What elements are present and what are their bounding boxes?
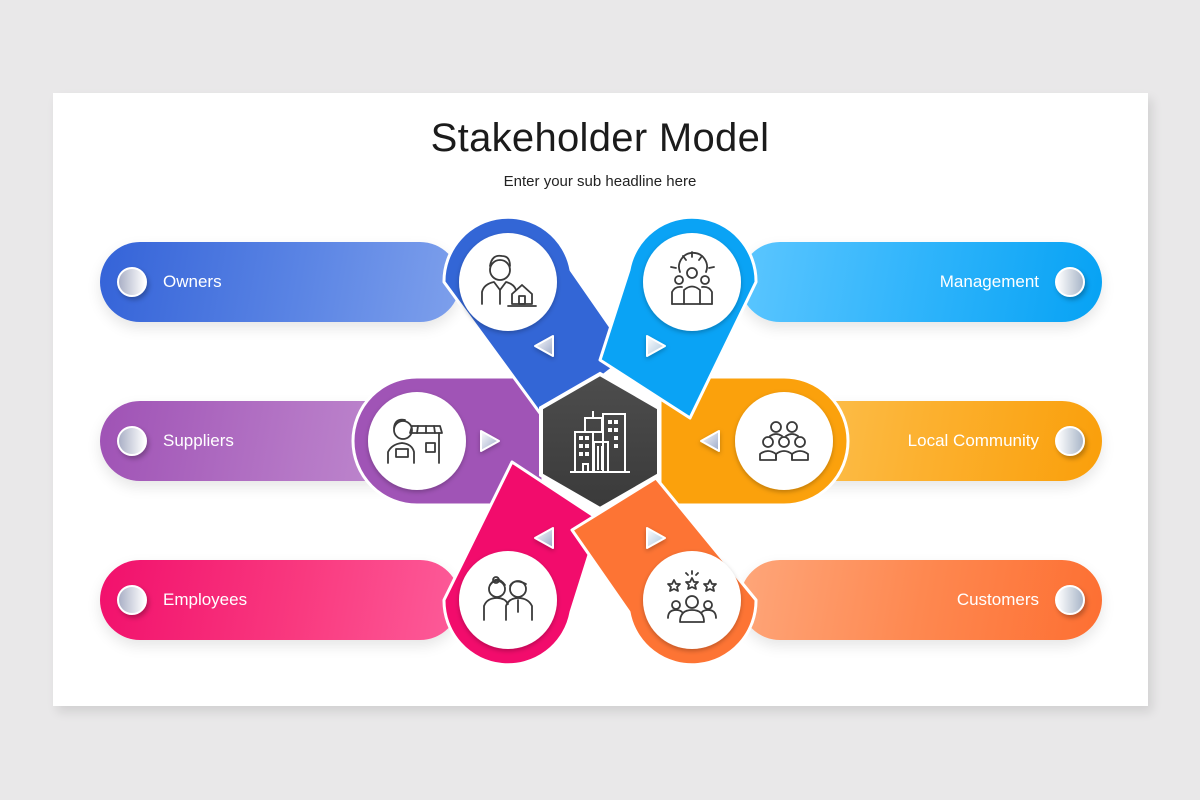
employees-icon-circle [459,551,557,649]
community-group-icon [759,421,809,461]
arrow-left-icon [534,335,554,357]
vendor-shop-icon [387,418,443,464]
arrow-right-icon [646,527,666,549]
arrow-left-icon [534,527,554,549]
pill-label-owners: Owners [163,272,222,291]
pill-label-management: Management [939,272,1039,291]
arrow-left-icon [700,430,720,452]
pill-customers[interactable]: Customers [740,560,1102,640]
bullet-dot-icon [1055,585,1085,615]
local-community-icon-circle [735,392,833,490]
pill-management[interactable]: Management [740,242,1102,322]
businessman-house-icon [481,254,537,307]
bullet-dot-icon [117,426,147,456]
customers-rating-icon [667,570,717,623]
team-gear-icon [670,251,715,305]
center-hexagon[interactable] [539,371,661,512]
bullet-dot-icon [1055,267,1085,297]
suppliers-icon-circle [368,392,466,490]
arrow-right-icon [480,430,500,452]
pill-employees[interactable]: Employees [100,560,460,640]
bullet-dot-icon [1055,426,1085,456]
bullet-dot-icon [117,267,147,297]
pill-label-employees: Employees [163,590,248,609]
pill-label-suppliers: Suppliers [163,431,234,450]
management-icon-circle [643,233,741,331]
bullet-dot-icon [117,585,147,615]
customers-icon-circle [643,551,741,649]
pill-label-customers: Customers [956,590,1039,609]
pill-owners[interactable]: Owners [100,242,460,322]
office-buildings-icon [570,411,630,473]
employees-pair-icon [483,576,533,621]
page-subtitle: Enter your sub headline here [503,173,697,190]
page-title: Stakeholder Model [430,116,770,160]
arrow-right-icon [646,335,666,357]
pill-label-local-community: Local Community [907,431,1039,450]
